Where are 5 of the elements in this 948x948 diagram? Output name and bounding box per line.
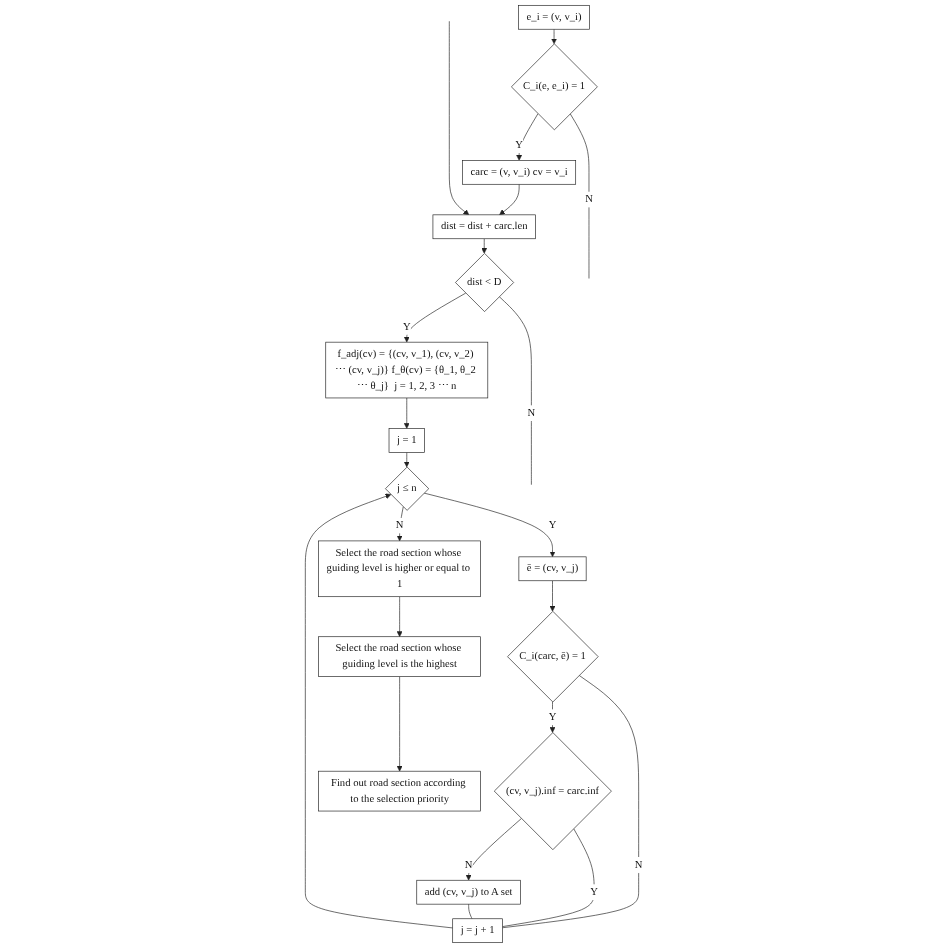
connector bbox=[499, 296, 532, 486]
connector bbox=[468, 903, 473, 920]
connector bbox=[569, 113, 590, 279]
connector bbox=[502, 675, 640, 929]
connector bbox=[502, 828, 595, 927]
